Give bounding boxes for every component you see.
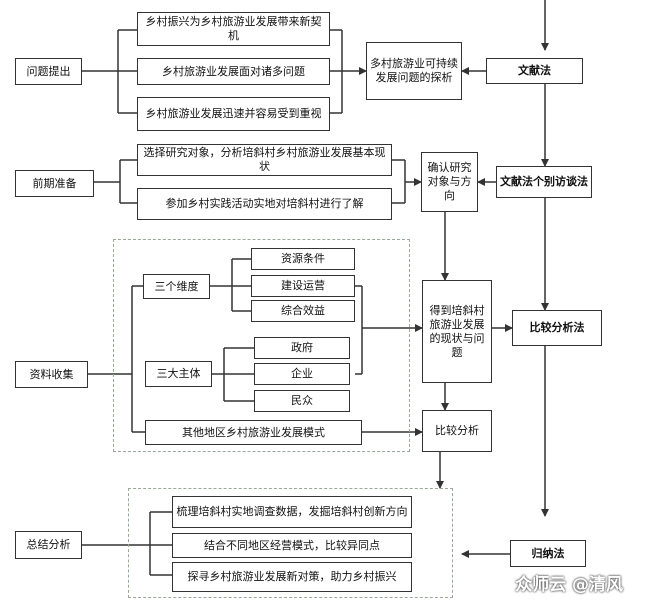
collect-group-frame: [113, 239, 410, 452]
method-induction: 归纳法: [510, 540, 586, 567]
stage-problem: 问题提出: [15, 58, 82, 85]
stage-collect: 资料收集: [15, 361, 88, 388]
problem-result: 多村旅游业可持续发展问题的探析: [366, 42, 462, 100]
prep-item-1: 选择研究对象，分析培斜村乡村旅游业发展基本现状: [137, 144, 392, 176]
stage-summary: 总结分析: [15, 531, 82, 559]
prep-result: 确认研究对象与方向: [421, 152, 478, 212]
summary-group-frame: [128, 488, 453, 598]
prep-item-2: 参加乡村实践活动实地对培斜村进行了解: [137, 188, 392, 220]
problem-item-2: 乡村旅游业发展面对诸多问题: [137, 58, 330, 85]
compare-box: 比较分析: [422, 410, 492, 452]
dim-2: 建设运营: [251, 275, 355, 297]
subject-3: 民众: [254, 390, 350, 412]
summary-item-1: 梳理培斜村实地调查数据，发掘培斜村创新方向: [172, 496, 412, 528]
method-literature-interview: 文献法个别访谈法: [496, 166, 592, 198]
method-comparison: 比较分析法: [512, 310, 602, 346]
watermark: 众师云 @清风: [515, 575, 623, 595]
subject-label: 三大主体: [145, 361, 212, 387]
stage-prep: 前期准备: [15, 170, 94, 197]
problem-item-1: 乡村振兴为乡村旅游业发展带来新契机: [137, 12, 330, 46]
collect-result: 得到培斜村旅游业发展的现状与问题: [422, 280, 492, 383]
subject-2: 企业: [254, 363, 350, 385]
other-regions: 其他地区乡村旅游业发展模式: [145, 420, 362, 445]
summary-item-3: 探寻乡村旅游业发展新对策，助力乡村振兴: [172, 562, 412, 592]
problem-item-3: 乡村旅游业发展迅速并容易受到重视: [137, 97, 330, 131]
summary-item-2: 结合不同地区经营模式，比较异同点: [172, 533, 412, 558]
dim-3: 综合效益: [251, 300, 355, 322]
method-literature: 文献法: [486, 58, 583, 84]
dim-1: 资源条件: [251, 248, 355, 270]
subject-1: 政府: [254, 337, 350, 359]
dim-label: 三个维度: [143, 274, 210, 299]
